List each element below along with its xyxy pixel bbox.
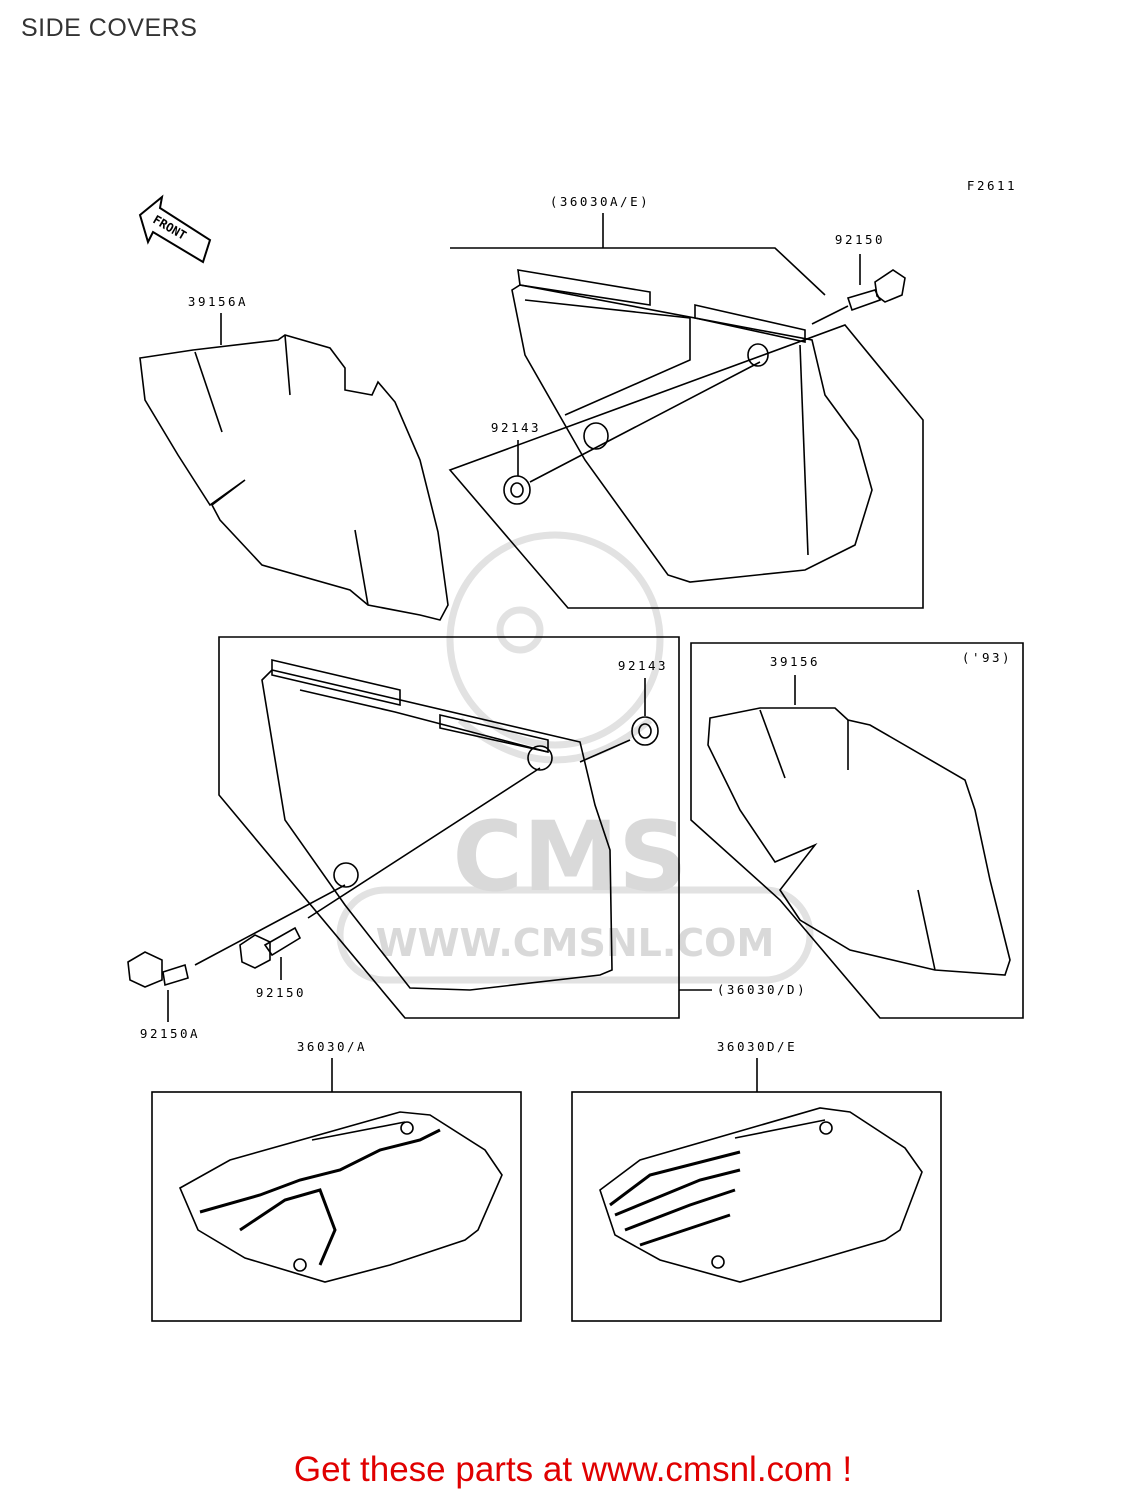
callout-92150-b: 92150 [256, 985, 306, 1000]
callout-92143-b: 92143 [618, 658, 668, 673]
grommet-hole-upper-d [527, 745, 553, 771]
grommet-hole-lower [583, 422, 609, 450]
callout-92143-a: 92143 [491, 420, 541, 435]
bolt-head-92150-a [874, 269, 906, 303]
watermark-mascot-eye [496, 606, 544, 654]
watermark-url: WWW.CMSNL.COM [376, 921, 775, 965]
bolt-head-92150A [127, 951, 163, 988]
group-outline-36030A-E [448, 247, 924, 609]
figure-code: F2611 [967, 178, 1017, 193]
leader-grommet-line [529, 361, 761, 483]
callout-36030A-E: (36030A/E) [550, 194, 650, 209]
cover-top-tab-b [694, 303, 806, 343]
promo-link[interactable]: Get these parts at www.cmsnl.com ! [293, 1450, 853, 1489]
cover-top-tab-a [517, 269, 651, 306]
group-outline-36030-D [218, 636, 680, 1019]
bolt-head-92150-b [239, 934, 271, 969]
cmsnl-watermark: CMS WWW.CMSNL.COM [336, 531, 814, 984]
watermark-mascot-head [446, 531, 664, 749]
callout-92150-a: 92150 [835, 232, 885, 247]
page-title: SIDE COVERS [21, 14, 198, 42]
grommet-hole-upper [747, 343, 769, 367]
cover-illustration-36030D-E [599, 1107, 923, 1283]
front-arrow-icon: FRONT [138, 194, 212, 264]
decal-39156A [139, 334, 449, 621]
callout-36030D-E: 36030D/E [717, 1039, 797, 1054]
side-cover-36030A-E [511, 284, 873, 583]
grommet-92143-a [503, 475, 531, 505]
box-36030-A [151, 1091, 522, 1322]
cover-illustration-36030-A [178, 1111, 503, 1283]
callout-39156: 39156 [770, 654, 820, 669]
callout-93: ('93) [962, 650, 1012, 665]
grommet-hole-lower-d [333, 862, 359, 888]
watermark-brand: CMS [452, 801, 687, 913]
callout-92150A: 92150A [140, 1026, 200, 1041]
bolt-shank-92150-a [846, 289, 882, 312]
grommet-92143-b [631, 716, 659, 746]
group-outline-39156-93 [690, 642, 1024, 1019]
callout-39156A: 39156A [188, 294, 248, 309]
callout-36030-A: 36030/A [297, 1039, 367, 1054]
callout-36030-D: (36030/D) [717, 982, 807, 997]
bolt-shank-92150A [162, 963, 189, 987]
